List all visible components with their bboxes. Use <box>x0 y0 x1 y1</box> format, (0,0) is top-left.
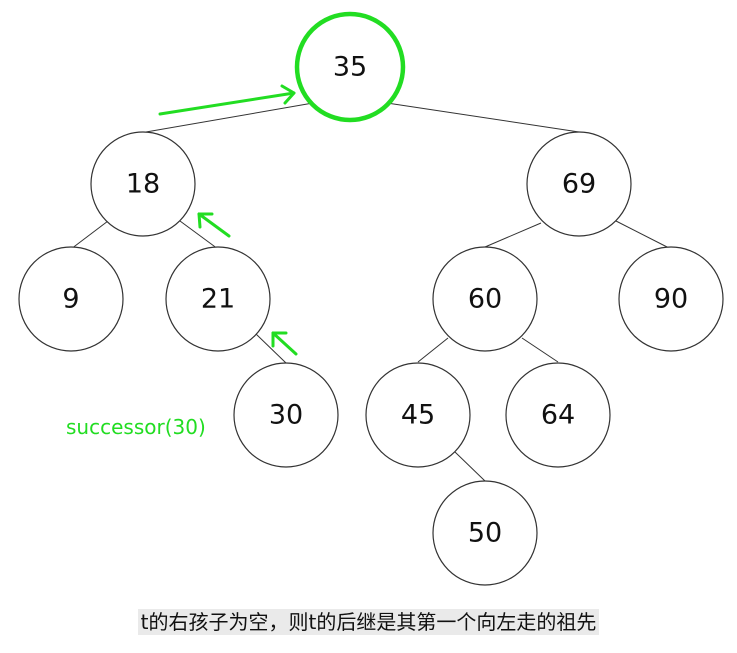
tree-node-18: 18 <box>90 131 196 237</box>
node-label: 45 <box>401 400 435 431</box>
tree-node-35: 35 <box>294 11 406 123</box>
node-label: 18 <box>126 169 160 200</box>
tree-node-64: 64 <box>505 362 611 468</box>
node-circle <box>526 131 632 237</box>
node-label: 69 <box>562 169 596 200</box>
node-circle <box>90 131 196 237</box>
edge-45-50 <box>454 451 486 482</box>
node-label: 64 <box>541 400 575 431</box>
tree-node-90: 90 <box>618 246 724 352</box>
node-circle <box>165 246 271 352</box>
edge-18-21 <box>179 220 219 250</box>
node-label: 90 <box>654 284 688 315</box>
edge-18-9 <box>70 220 109 250</box>
successor-path-arrows <box>158 84 298 356</box>
caption-text: t的右孩子为空，则t的后继是其第一个向左走的祖先 <box>137 609 600 635</box>
node-label: 60 <box>468 284 502 315</box>
node-circle <box>365 362 471 468</box>
edge-35-69 <box>386 102 580 133</box>
arrow-21-to-18 <box>197 212 231 238</box>
tree-node-69: 69 <box>526 131 632 237</box>
node-circle <box>432 480 538 586</box>
node-circle <box>233 362 339 468</box>
node-circle <box>618 246 724 352</box>
node-circle <box>432 246 538 352</box>
node-circle <box>18 246 124 352</box>
edge-35-18 <box>145 102 314 133</box>
node-circle <box>505 362 611 468</box>
arrow-30-to-21 <box>271 331 298 356</box>
node-label: 9 <box>62 284 79 315</box>
tree-node-9: 9 <box>18 246 124 352</box>
tree-node-50: 50 <box>432 480 538 586</box>
tree-node-60: 60 <box>432 246 538 352</box>
edge-60-45 <box>417 337 449 363</box>
node-circle-highlighted <box>294 11 406 123</box>
node-label: 50 <box>468 518 502 549</box>
tree-edges <box>70 102 672 482</box>
edge-60-64 <box>521 337 559 363</box>
tree-node-30: 30 <box>233 362 339 468</box>
tree-node-45: 45 <box>365 362 471 468</box>
edge-21-30 <box>255 333 287 364</box>
edge-69-60 <box>484 222 542 248</box>
arrow-18-to-35 <box>158 84 296 116</box>
edge-69-90 <box>615 220 672 250</box>
node-label: 21 <box>201 284 235 315</box>
caption: t的右孩子为空，则t的后继是其第一个向左走的祖先 <box>0 606 737 635</box>
node-label: 30 <box>269 400 303 431</box>
tree-node-21: 21 <box>165 246 271 352</box>
node-label: 35 <box>333 52 367 83</box>
successor-annotation: successor(30) <box>66 415 206 439</box>
